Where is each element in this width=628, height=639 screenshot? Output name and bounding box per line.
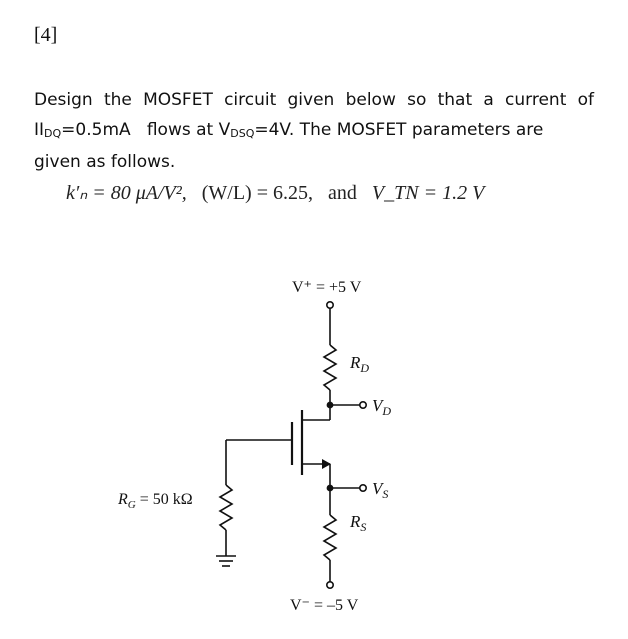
problem-line-1: Design the MOSFET circuit given below so… [34, 90, 594, 110]
vminus-label: V⁻ = –5 V [290, 597, 359, 614]
current-symbol-2: I [39, 119, 45, 140]
rg-resistor [218, 484, 234, 531]
rg-label: RG = 50 kΩ [117, 491, 193, 511]
problem-line-3: given as follows. [34, 152, 176, 172]
vd-terminal [358, 400, 367, 409]
source-arrow-icon [322, 459, 331, 469]
voltage-subscript: DSQ [230, 126, 255, 140]
vplus-terminal [325, 300, 334, 309]
voltage-value-text: =4V. The MOSFET parameters are [254, 119, 544, 140]
param-kn: k′ₙ = 80 μA/V², [66, 182, 187, 204]
rd-label: RD [349, 353, 369, 375]
problem-statement: Design the MOSFET circuit given below so… [34, 86, 594, 178]
current-subscript: DQ [44, 126, 62, 140]
vplus-label: V⁺ = +5 V [292, 279, 362, 296]
current-symbol: I [34, 119, 40, 140]
vs-label: VS [372, 479, 388, 501]
rd-resistor [322, 344, 338, 391]
mosfet-parameters: k′ₙ = 80 μA/V², (W/L) = 6.25, and V_TN =… [66, 180, 484, 205]
vminus-terminal [325, 580, 334, 589]
param-vtn: V_TN = 1.2 V [371, 182, 485, 204]
rs-resistor [322, 514, 338, 561]
vs-terminal [358, 483, 367, 492]
problem-number: [4] [34, 24, 58, 46]
problem-line-2: IIDQ=0.5mA flows at VDSQ=4V. The MOSFET … [34, 116, 594, 149]
current-value-text: =0.5mA flows at V [61, 119, 231, 140]
param-and: and [328, 182, 357, 204]
vd-label: VD [372, 396, 391, 418]
param-wl: (W/L) = 6.25, [201, 182, 313, 204]
rs-label: RS [349, 512, 366, 534]
